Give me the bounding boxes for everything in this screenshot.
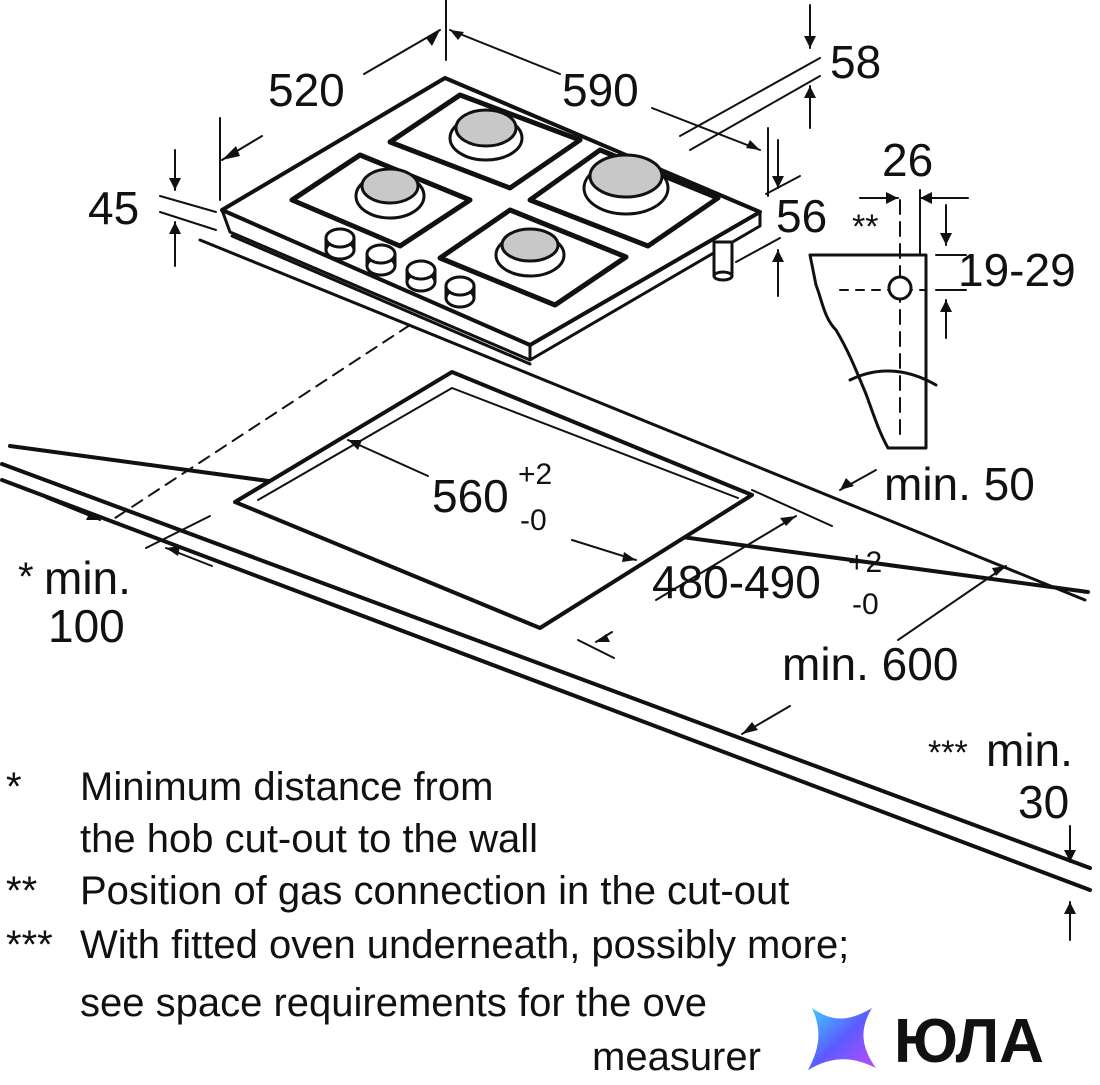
min-oven-stars: *** [928, 734, 968, 772]
min-back-distance-label: min. 50 [884, 458, 1035, 510]
footnote-1: * Minimum distance from the hob cut-out … [0, 764, 700, 861]
dim-height-front-label: 45 [88, 182, 139, 234]
min-oven-text: min. [986, 724, 1073, 776]
dim-cutout-width-label: 560 +2 -0 [432, 458, 552, 537]
star-logo-icon: ЮЛА [808, 1007, 1044, 1076]
burner-left [354, 167, 426, 220]
side-profile [808, 199, 938, 450]
min-wall-value: 100 [48, 600, 125, 652]
knob-4 [444, 275, 476, 309]
dim-gas-range-label: 19-29 [958, 244, 1076, 296]
dimension-labels: 520 590 58 45 56 26 ** 19-29 560 +2 -0 4… [18, 36, 1076, 828]
min-wall-star: * [18, 555, 34, 599]
cutout-width-tolerance-minus: -0 [520, 504, 547, 537]
dimension-lines [45, 0, 1071, 941]
dimension-arrows [86, 30, 1076, 914]
burner-front [494, 227, 566, 278]
cutout-width-value: 560 [432, 470, 509, 522]
dim-height-side-label: 56 [776, 190, 827, 242]
dim-cutout-depth-label: 480-490 +2 -0 [652, 546, 882, 621]
footnote-3-line2: see space requirements for the ove [80, 981, 708, 1025]
min-worktop-depth-label: min. 600 [782, 638, 958, 690]
footnote-3-line3: measurer [592, 1035, 761, 1079]
burner-back [448, 108, 524, 162]
hob-body [220, 76, 762, 366]
gas-connection-marker: ** [852, 208, 878, 246]
dim-width-label: 520 [268, 64, 345, 116]
control-knobs [324, 227, 476, 309]
footnote-1-line2: the hob cut-out to the wall [80, 817, 539, 861]
footnote-1-mark: * [6, 765, 22, 809]
wall-projection-line [111, 324, 411, 521]
cutout [233, 370, 754, 630]
yula-watermark: ЮЛА [802, 998, 1100, 1080]
knob-3 [405, 259, 437, 293]
min-wall-text: min. [44, 552, 131, 604]
knob-2 [365, 243, 397, 277]
footnote-3-mark: *** [6, 923, 53, 967]
footnote-3: *** With fitted oven underneath, possibl… [0, 922, 1000, 1079]
cutout-width-tolerance-plus: +2 [518, 458, 552, 491]
burner-right-large [582, 153, 670, 216]
cutout-depth-value: 480-490 [652, 556, 821, 608]
footnote-2-mark: ** [6, 869, 38, 913]
min-oven-value: 30 [1018, 776, 1069, 828]
footnote-2-line1: Position of gas connection in the cut-ou… [80, 869, 790, 913]
cutout-depth-tolerance-plus: +2 [848, 546, 882, 579]
watermark-text: ЮЛА [894, 1007, 1044, 1076]
pan-supports [289, 92, 721, 308]
dim-height-top-label: 58 [830, 36, 881, 88]
min-oven-distance-label: *** min. 30 [928, 724, 1073, 828]
footnote-2: ** Position of gas connection in the cut… [0, 868, 920, 914]
knob-1 [324, 227, 356, 261]
min-wall-distance-label: * min. 100 [18, 552, 131, 652]
footnote-3-line1: With fitted oven underneath, possibly mo… [80, 923, 850, 967]
footnote-1-line1: Minimum distance from [80, 765, 494, 809]
gas-connection-stub [712, 240, 734, 282]
dim-depth-label: 590 [562, 64, 639, 116]
burners [354, 108, 670, 278]
cutout-depth-tolerance-minus: -0 [852, 588, 879, 621]
dim-side-offset-label: 26 [882, 134, 933, 186]
